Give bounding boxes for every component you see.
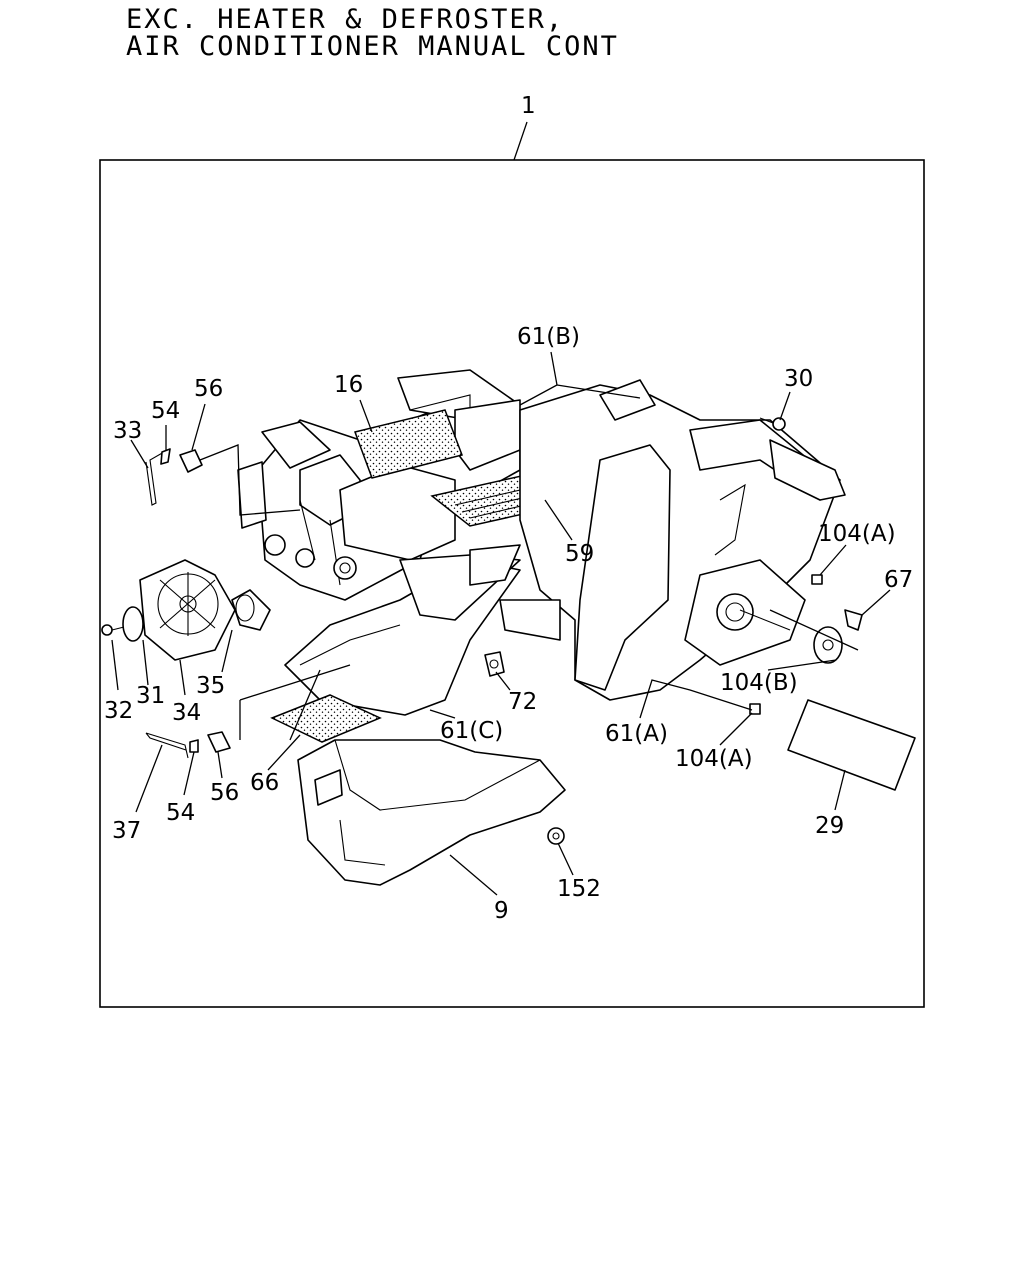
assembly-frame	[99, 159, 925, 1008]
filter-29	[787, 699, 916, 791]
motor-35	[231, 589, 271, 631]
clip-54-lower	[189, 739, 199, 753]
callout-56-upper: 56	[194, 376, 223, 402]
title-line-1: EXC. HEATER & DEFROSTER,	[126, 4, 565, 35]
clip-54-upper	[160, 448, 171, 465]
cap-104a-upper	[811, 574, 823, 585]
callout-104a-upper: 104(A)	[818, 521, 896, 547]
callout-72: 72	[508, 689, 537, 715]
callout-104b: 104(B)	[720, 670, 798, 696]
filter-66	[270, 694, 382, 743]
title-line-2: AIR CONDITIONER MANUAL CONT	[126, 31, 619, 62]
clip-56-lower	[207, 731, 231, 753]
callout-59: 59	[565, 541, 594, 567]
callout-33: 33	[113, 418, 142, 444]
callout-54-upper: 54	[151, 398, 180, 424]
callout-32: 32	[104, 698, 133, 724]
cap-104a-lower	[749, 703, 761, 715]
blower-fan-34	[139, 559, 236, 661]
cap-104b	[813, 626, 843, 664]
diagram-title: EXC. HEATER & DEFROSTER,AIR CONDITIONER …	[126, 6, 619, 60]
leader-1	[513, 121, 528, 161]
callout-16: 16	[334, 372, 363, 398]
callout-29: 29	[815, 813, 844, 839]
heater-case-right	[519, 379, 846, 701]
callout-34: 34	[172, 700, 201, 726]
callout-31: 31	[136, 683, 165, 709]
callout-61c: 61(C)	[440, 718, 503, 744]
link-33	[145, 451, 165, 506]
callout-30: 30	[784, 366, 813, 392]
callout-labels: 1 61(B) 16 30 56 54 33 59 104(A) 67 104(…	[104, 93, 913, 924]
callout-66: 66	[250, 770, 279, 796]
callout-67: 67	[884, 567, 913, 593]
callout-104a-lower: 104(A)	[675, 746, 753, 772]
callout-61a: 61(A)	[605, 721, 668, 747]
duct-61c	[284, 544, 561, 716]
leader-lines	[111, 351, 891, 896]
callout-152: 152	[557, 876, 601, 902]
link-37	[145, 732, 189, 759]
callout-35: 35	[196, 673, 225, 699]
callout-1: 1	[521, 93, 536, 119]
callout-9: 9	[494, 898, 509, 924]
bracket-72	[484, 651, 505, 677]
clip-67	[844, 609, 863, 631]
nut-152	[547, 827, 565, 845]
callout-37: 37	[112, 818, 141, 844]
callout-54-lower: 54	[166, 800, 195, 826]
fan-31	[122, 606, 144, 642]
lower-case-9	[297, 739, 566, 886]
screw-32	[101, 624, 125, 636]
callout-56-lower: 56	[210, 780, 239, 806]
filter-16	[354, 409, 463, 479]
callout-61b: 61(B)	[517, 324, 580, 350]
clip-56-upper	[179, 449, 203, 473]
screw-30	[759, 417, 786, 431]
